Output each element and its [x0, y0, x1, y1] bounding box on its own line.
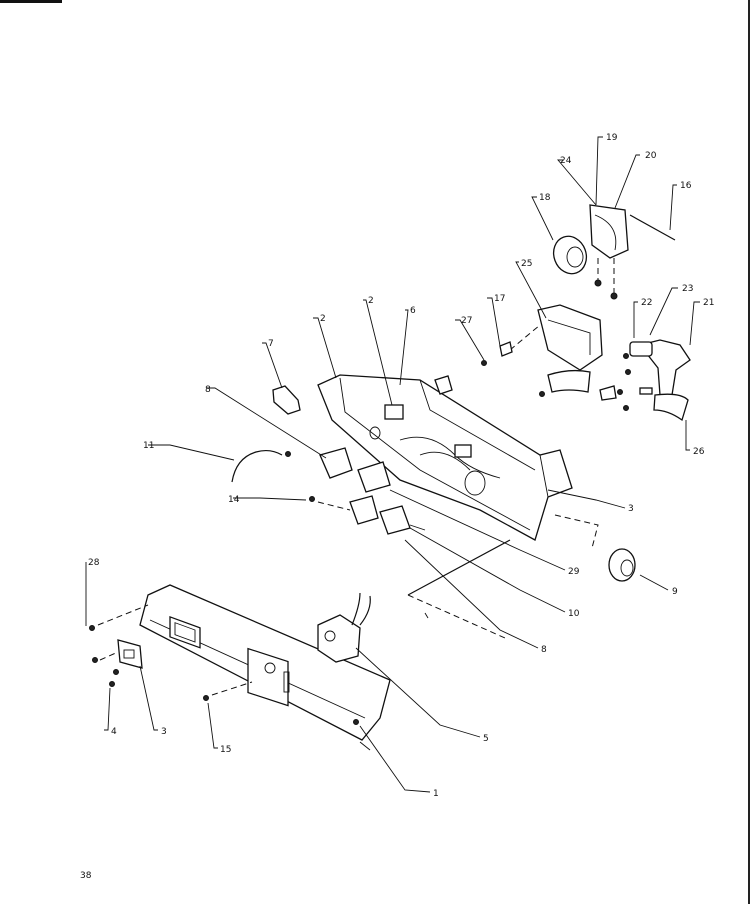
callout-21: 21 — [703, 298, 714, 308]
lamp-socket-9 — [608, 548, 636, 582]
page-number: 38 — [80, 871, 92, 881]
callout-24: 24 — [560, 156, 572, 166]
screw-27 — [481, 360, 487, 366]
callout-6: 6 — [410, 306, 416, 316]
leader-lines — [85, 136, 700, 793]
component-7 — [272, 385, 301, 415]
callout-11: 11 — [143, 441, 154, 451]
switch-8b — [357, 461, 391, 493]
callout-labels: 19 20 24 16 18 25 23 22 21 2 2 6 17 27 7… — [88, 133, 714, 799]
right-bracket-assembly — [599, 339, 691, 422]
callout-27: 27 — [461, 316, 472, 326]
callout-25: 25 — [521, 259, 532, 269]
callout-3a: 3 — [628, 504, 634, 514]
callout-10: 10 — [568, 609, 580, 619]
callout-2b: 2 — [320, 314, 326, 324]
damper-housing — [537, 304, 603, 397]
corner-mark — [0, 0, 62, 3]
callout-9: 9 — [672, 587, 678, 597]
page-edge — [748, 0, 750, 904]
switch-10 — [379, 505, 411, 535]
callout-8a: 8 — [205, 385, 211, 395]
callout-17: 17 — [494, 294, 505, 304]
callout-23: 23 — [682, 284, 693, 294]
callout-29: 29 — [568, 567, 580, 577]
callout-7: 7 — [268, 339, 274, 349]
switch-3 — [117, 639, 143, 669]
callout-15: 15 — [220, 745, 231, 755]
callout-28: 28 — [88, 558, 100, 568]
callout-8b: 8 — [541, 645, 547, 655]
control-panel — [139, 584, 391, 751]
damper-motor-assembly — [552, 204, 676, 300]
callout-16: 16 — [680, 181, 692, 191]
callout-3b: 3 — [161, 727, 167, 737]
callout-14: 14 — [228, 495, 240, 505]
callout-1: 1 — [433, 789, 439, 799]
callout-26: 26 — [693, 447, 705, 457]
callout-4: 4 — [111, 727, 117, 737]
callout-18: 18 — [539, 193, 551, 203]
wire-harness-11 — [231, 449, 283, 483]
callout-20: 20 — [645, 151, 657, 161]
callout-22: 22 — [641, 298, 652, 308]
switch-29 — [349, 495, 379, 525]
callout-2a: 2 — [368, 296, 374, 306]
callout-19: 19 — [606, 133, 618, 143]
callout-5: 5 — [483, 734, 489, 744]
thermostat-5 — [317, 592, 371, 663]
switch-8 — [319, 447, 353, 479]
clip-17 — [499, 341, 513, 357]
